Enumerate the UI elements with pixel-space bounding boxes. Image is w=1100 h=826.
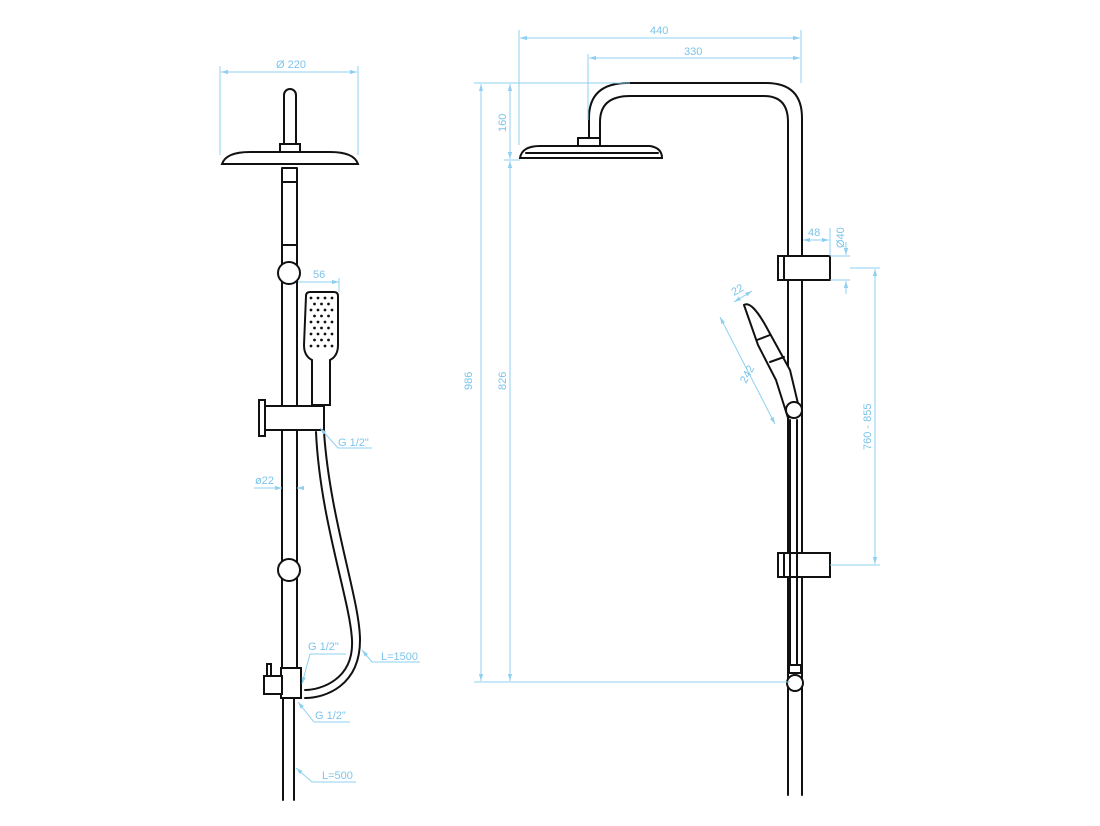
dim-bracket-diameter: Ø40	[835, 227, 847, 248]
spray-nozzle	[309, 320, 313, 324]
spray-nozzle	[316, 332, 320, 336]
dim-hand-connection: G 1/2"	[338, 437, 369, 449]
rail-knob-upper	[277, 261, 301, 285]
slider-holder	[263, 405, 325, 431]
dim-total-height: 986	[463, 372, 475, 390]
dim-hand-shower-width: 56	[313, 269, 325, 281]
dim-inlet-pipe-length: L=500	[322, 770, 353, 782]
spray-nozzle	[316, 296, 320, 300]
dim-hose-length: L=1500	[381, 651, 418, 663]
wall-bracket-upper	[779, 255, 831, 281]
head-connector	[279, 143, 301, 153]
spray-nozzle	[327, 338, 330, 342]
dim-inlet-connection: G 1/2"	[315, 710, 346, 722]
hand-shower-front	[302, 291, 339, 406]
inlet-pipe	[282, 697, 295, 801]
spray-nozzle	[327, 314, 330, 318]
spray-nozzle	[327, 302, 330, 306]
spray-nozzle	[323, 344, 327, 348]
spray-nozzle	[320, 302, 323, 306]
spray-nozzle	[320, 314, 323, 318]
dim-head-diameter: Ø 220	[276, 59, 306, 71]
spray-nozzle	[313, 302, 316, 306]
spray-nozzle	[313, 314, 316, 318]
spray-nozzle	[323, 320, 327, 324]
dim-bracket-projection: 48	[808, 227, 820, 239]
shower-hose	[304, 431, 354, 691]
spray-nozzle	[313, 338, 316, 342]
spray-nozzle	[330, 344, 334, 348]
dim-total-projection: 440	[650, 25, 668, 37]
spray-nozzle	[323, 296, 327, 300]
spray-nozzle	[330, 296, 334, 300]
spray-nozzle	[316, 308, 320, 312]
dim-hand-shower-width-side: 22	[730, 282, 747, 299]
dim-head-height: 826	[497, 372, 509, 390]
spray-nozzle	[309, 332, 313, 336]
shower-arm	[588, 82, 803, 796]
spray-nozzle	[330, 332, 334, 336]
dim-arm-projection: 330	[684, 46, 702, 58]
spray-nozzle	[309, 296, 313, 300]
spray-nozzle	[316, 344, 320, 348]
dim-bracket-spacing: 760 - 855	[862, 404, 874, 450]
spray-nozzle	[313, 326, 316, 330]
dim-hand-shower-length: 242	[738, 364, 757, 386]
head-supply-pipe	[283, 88, 297, 146]
spray-nozzle	[320, 338, 323, 342]
spray-nozzle	[327, 326, 330, 330]
wall-bracket-lower	[779, 552, 831, 578]
dim-head-drop: 160	[497, 114, 509, 132]
front-view: Ø 220 56 G 1/2" ø22 G 1/2" L=1500 G 1/2"…	[219, 59, 420, 801]
hose-holder	[786, 674, 804, 692]
dim-diverter-outlet: G 1/2"	[308, 641, 339, 653]
spray-nozzle	[309, 308, 313, 312]
spray-nozzle	[320, 326, 323, 330]
spray-nozzle	[323, 308, 327, 312]
spray-nozzle	[323, 332, 327, 336]
spray-nozzle	[330, 308, 334, 312]
spray-nozzle	[330, 320, 334, 324]
dim-rail-diameter: ø22	[255, 475, 274, 487]
spray-nozzle	[316, 320, 320, 324]
overhead-shower-head	[220, 151, 360, 165]
rail-knob-lower	[277, 558, 301, 582]
spray-nozzle	[309, 344, 313, 348]
side-view: 440 330 986 160 826 48 Ø40 760 - 855 22 …	[463, 25, 880, 796]
diverter	[280, 667, 302, 699]
